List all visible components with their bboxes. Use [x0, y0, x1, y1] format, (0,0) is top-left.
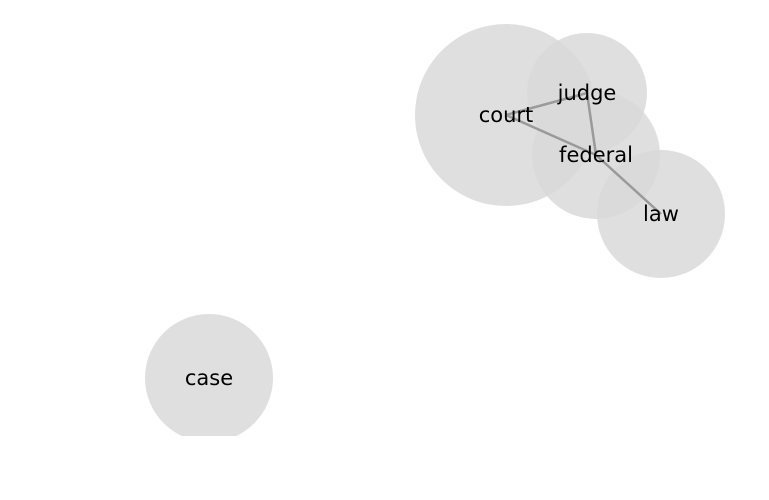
edge-judge-federal — [585, 92, 598, 156]
node-circle-case[interactable] — [145, 314, 273, 442]
node-label-judge: judge — [557, 81, 617, 105]
edge-court-judge — [505, 91, 588, 117]
node-labels: court judge federal law case — [185, 81, 679, 390]
node-label-court: court — [479, 103, 534, 127]
edges — [505, 91, 662, 215]
node-label-federal: federal — [559, 143, 633, 167]
edge-federal-law — [595, 154, 662, 215]
edge-court-federal — [505, 113, 597, 157]
node-label-case: case — [185, 366, 233, 390]
node-label-law: law — [643, 202, 679, 226]
